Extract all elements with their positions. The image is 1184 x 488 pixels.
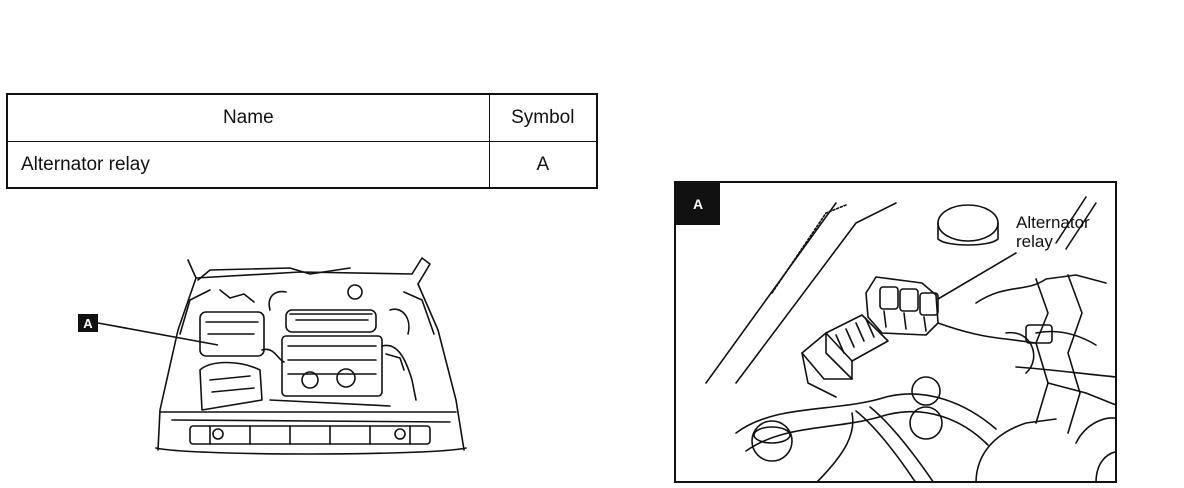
row-symbol: A: [488, 141, 598, 189]
left-leader-line: [97, 322, 219, 346]
detail-figure-frame: A Alternator relay: [674, 181, 1117, 483]
component-table: Name Symbol Alternator relay A: [6, 93, 598, 189]
callout-line-1: Alternator: [1016, 213, 1090, 232]
callout-line-2: relay: [1016, 232, 1053, 251]
figure-left-tag: A: [78, 314, 98, 332]
alternator-relay-callout: Alternator relay: [1016, 213, 1090, 251]
table-row: Alternator relay A: [6, 141, 598, 189]
engine-bay-overview-figure: [155, 257, 467, 455]
alternator-relay-detail-figure: [705, 196, 1115, 481]
header-symbol: Symbol: [488, 93, 598, 142]
header-name: Name: [6, 93, 490, 142]
row-name: Alternator relay: [6, 141, 490, 189]
table-header-row: Name Symbol: [6, 93, 598, 142]
figure-right-tag: A: [676, 183, 720, 225]
